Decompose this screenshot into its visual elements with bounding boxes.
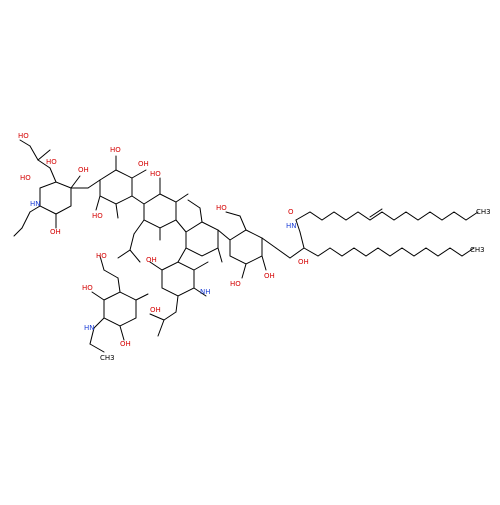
sialic-acid-ring-bottom [89,255,149,353]
galnac-ring-middle [117,177,189,263]
ch3-label-1: CH3 [476,208,491,216]
ch3-label-2: CH3 [470,246,485,254]
oh-label-7: OH [138,160,149,168]
glucose-ring [225,211,291,279]
oh-label-11: OH [264,272,275,280]
atom-labels: HO HO OH HO HN OH HO OH HO HO HO OH HO H… [18,132,491,362]
nh-label-4: HN [84,324,95,332]
oh-label-17: HO [82,284,93,292]
oh-label-13: OH [298,258,309,266]
sialic-acid-ring-top [13,139,89,237]
oh-label-8: HO [92,212,103,220]
oh-label-6: HO [110,146,121,154]
oh-label-1: HO [46,158,57,166]
oh-label-15: OH [146,256,157,264]
galactose-ring-top [87,155,147,219]
ch3-label-3: CH3 [100,354,115,362]
sialic-acid-ring-middle [149,261,209,337]
oh-label-10: HO [216,204,227,212]
oh-label-4: HO [20,174,31,182]
oh-label-3: OH [78,166,89,174]
oh-label-14: OH [150,306,161,314]
oh-label-2: HO [18,132,29,140]
oh-label-5: OH [50,228,61,236]
oh-label-18: OH [120,340,131,348]
nh-label-2: HN [286,222,297,230]
oh-label-9: HO [150,170,161,178]
oh-label-12: HO [230,280,241,288]
nh-label-3: NH [200,288,211,296]
nh-label-1: HN [30,200,41,208]
galactose-ring-central [177,199,231,263]
ceramide-chain [289,208,479,259]
o-label-amide: O [288,208,294,216]
oh-label-16: HO [96,252,107,260]
